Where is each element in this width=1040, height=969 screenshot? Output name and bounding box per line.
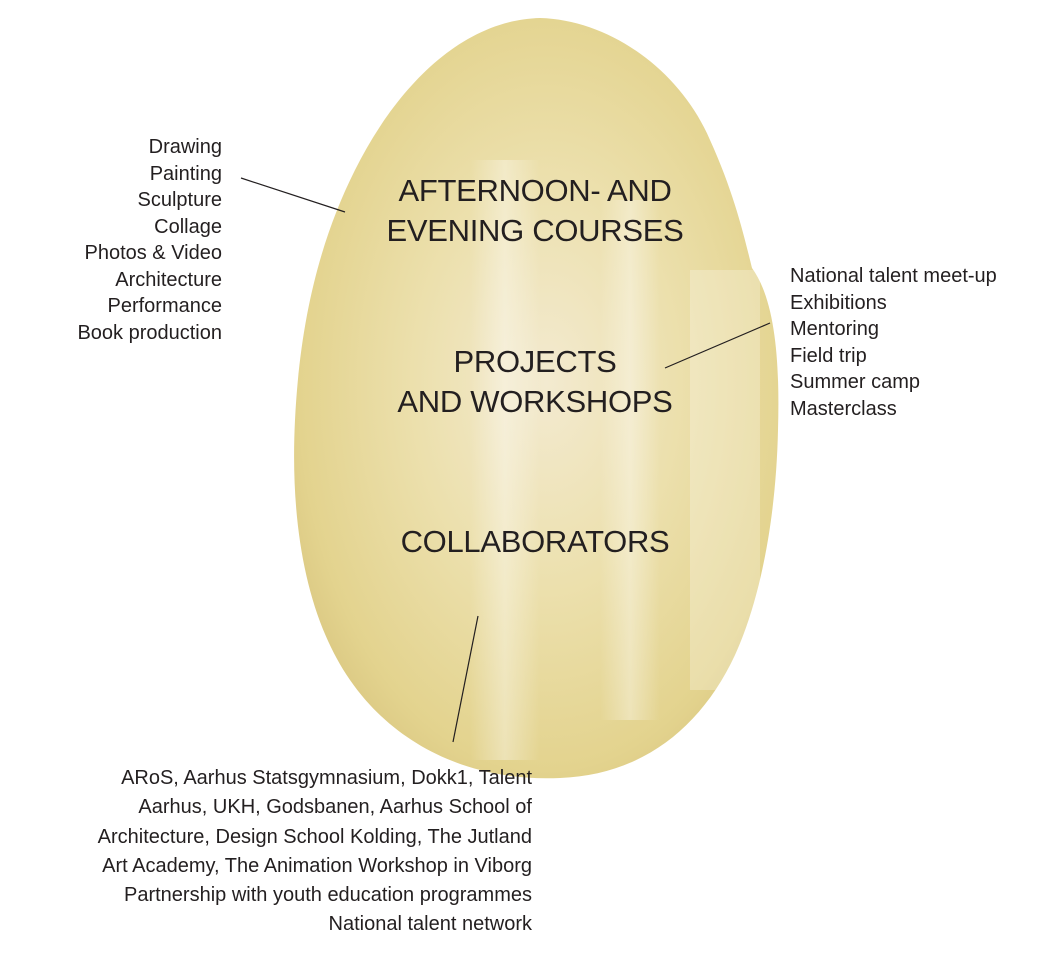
- list-item: National talent network: [328, 913, 532, 936]
- heading-projects: PROJECTS AND WORKSHOPS: [320, 342, 750, 422]
- list-item: Partnership with youth education program…: [124, 884, 532, 907]
- heading-courses-line2: EVENING COURSES: [386, 213, 684, 248]
- list-item: Sculpture: [137, 189, 223, 211]
- project-list: National talent meet-up Exhibitions Ment…: [790, 263, 997, 422]
- list-item: Photos & Video: [84, 242, 222, 264]
- list-item: Mentoring: [790, 318, 879, 340]
- collaborator-list: ARoS, Aarhus Statsgymnasium, Dokk1, Tale…: [98, 764, 532, 940]
- list-item: Performance: [107, 295, 223, 317]
- heading-collaborators-line1: COLLABORATORS: [400, 524, 670, 559]
- list-item: Drawing: [148, 136, 222, 158]
- connector-courses: [240, 177, 346, 213]
- course-list: Drawing Painting Sculpture Collage Photo…: [77, 134, 222, 346]
- heading-projects-line1: PROJECTS: [453, 344, 617, 379]
- list-item: National talent meet-up: [790, 265, 997, 287]
- list-item: Aarhus, UKH, Godsbanen, Aarhus School of: [138, 796, 532, 819]
- connector-projects: [664, 322, 771, 369]
- heading-courses: AFTERNOON- AND EVENING COURSES: [320, 171, 750, 251]
- list-item: Architecture, Design School Kolding, The…: [97, 825, 532, 848]
- list-item: Art Academy, The Animation Workshop in V…: [102, 854, 532, 877]
- heading-courses-line1: AFTERNOON- AND: [398, 173, 672, 208]
- list-item: Architecture: [115, 268, 222, 291]
- connector-collaborators: [452, 615, 479, 743]
- list-item: Painting: [149, 162, 222, 185]
- list-item: Masterclass: [790, 397, 897, 420]
- list-item: ARoS, Aarhus Statsgymnasium, Dokk1, Tale…: [121, 767, 532, 789]
- list-item: Exhibitions: [790, 291, 887, 314]
- list-item: Summer camp: [790, 371, 921, 393]
- list-item: Collage: [154, 215, 222, 238]
- list-item: Field trip: [790, 344, 867, 367]
- heading-collaborators: COLLABORATORS: [320, 522, 750, 562]
- list-item: Book production: [77, 321, 222, 344]
- heading-projects-line2: AND WORKSHOPS: [397, 384, 673, 419]
